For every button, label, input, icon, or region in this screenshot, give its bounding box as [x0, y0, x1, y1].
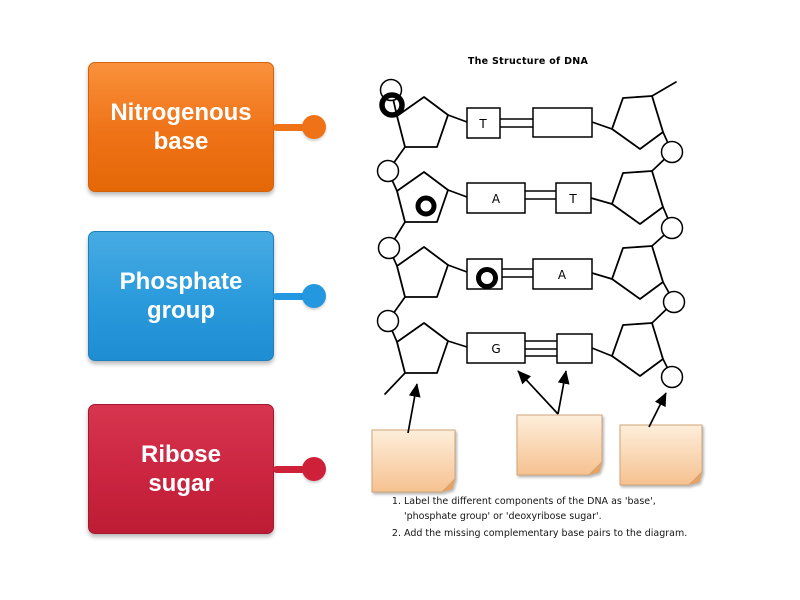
connector-dot — [302, 115, 326, 139]
answer-note-2[interactable] — [516, 414, 603, 476]
arrow-to-base-left — [517, 370, 559, 415]
hydrogen-bonds — [500, 118, 557, 357]
instruction-item: Label the different components of the DN… — [404, 495, 704, 524]
base-pair-rungs: T A T A G — [447, 107, 613, 364]
connector-stem — [273, 465, 305, 473]
phosphate-circle — [376, 309, 400, 333]
base-letter: A — [492, 192, 501, 206]
phosphate-circle — [377, 236, 401, 260]
instruction-item: Add the missing complementary base pairs… — [404, 527, 704, 542]
bold-ring-marker — [415, 195, 437, 217]
arrow-to-phosphate — [648, 392, 667, 428]
bold-ring-marker — [379, 92, 405, 118]
base-letter: T — [478, 117, 487, 131]
diagram-title: The Structure of DNA — [468, 56, 589, 67]
label-line: Nitrogenous — [110, 99, 252, 126]
phosphate-circle — [660, 216, 684, 240]
base-box-empty — [556, 333, 593, 364]
label-card-text: Nitrogenous base — [110, 98, 251, 156]
left-strand — [376, 78, 449, 395]
label-line: group — [147, 297, 215, 324]
phosphate-circle — [376, 159, 400, 183]
label-line: base — [153, 128, 209, 155]
label-card-text: Phosphate group — [120, 267, 243, 325]
label-card-text: Ribose sugar — [141, 440, 221, 498]
right-strand — [611, 81, 686, 389]
base-letter: G — [491, 342, 500, 356]
base-box — [555, 182, 592, 214]
sugar-pentagon — [611, 322, 664, 377]
label-line: Phosphate — [119, 268, 243, 295]
sugar-pentagon — [396, 246, 449, 298]
bold-ring-marker — [476, 267, 498, 289]
arrow-to-sugar — [407, 383, 421, 434]
phosphate-circle — [660, 365, 684, 389]
instructions: Label the different components of the DN… — [388, 495, 704, 545]
answer-note-1[interactable] — [371, 429, 456, 493]
answer-note-3[interactable] — [619, 424, 703, 486]
connector-dot — [302, 457, 326, 481]
label-card-nitrogenous-base[interactable]: Nitrogenous base — [88, 62, 326, 192]
base-letter: A — [558, 268, 567, 282]
base-box — [466, 182, 526, 214]
arrow-to-base-right — [557, 370, 570, 415]
pointer-arrows — [407, 370, 667, 434]
label-line: sugar — [148, 470, 214, 497]
connector-dot — [302, 284, 326, 308]
base-box — [466, 332, 526, 364]
phosphate-circle — [660, 140, 684, 164]
sugar-pentagon — [611, 95, 664, 150]
base-box — [466, 107, 501, 139]
base-box — [532, 258, 593, 290]
sugar-pentagon — [396, 322, 449, 374]
sugar-pentagon — [611, 245, 664, 300]
phosphate-circle — [662, 290, 686, 314]
label-card-phosphate-group[interactable]: Phosphate group — [88, 231, 326, 361]
bold-ring-markers — [379, 92, 498, 289]
base-letter: T — [568, 192, 577, 206]
label-line: Ribose — [140, 441, 221, 468]
connector-stem — [273, 292, 305, 300]
sugar-pentagon — [611, 170, 664, 225]
connector-stem — [273, 123, 305, 131]
label-card-ribose-sugar[interactable]: Ribose sugar — [88, 404, 326, 534]
base-box-empty — [532, 107, 593, 138]
